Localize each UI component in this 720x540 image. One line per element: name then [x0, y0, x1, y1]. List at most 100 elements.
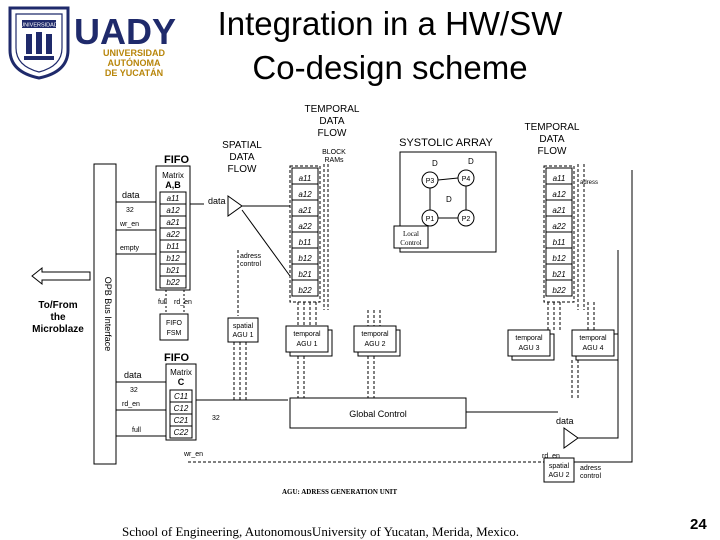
fifo-top-label: FIFO: [164, 154, 189, 166]
spatial-1: SPATIAL: [222, 140, 262, 151]
rd-en-top: rd_en: [174, 299, 192, 306]
title-line-1: Integration in a HW/SW: [217, 5, 563, 42]
block-rams-1: BLOCK: [322, 149, 346, 156]
university-seal-icon: UNIVERSIDAD: [8, 6, 70, 80]
temporal-left-cell-label: a12: [298, 190, 312, 199]
matrix-ab-cell-label: b11: [167, 242, 180, 251]
data-in-label: data: [122, 190, 140, 200]
rd-en-bottom: rd_en: [122, 401, 140, 408]
agu-caption: AGU: ADRESS GENERATION UNIT: [282, 488, 398, 496]
systolic-label: SYSTOLIC ARRAY: [399, 137, 493, 149]
adress-control-right-2: control: [580, 473, 601, 480]
microblaze-arrow: To/From the Microblaze: [31, 266, 91, 335]
matrix-ab-cell-label: b21: [166, 266, 179, 275]
wr-en-bottom: wr_en: [183, 451, 203, 458]
spatial-3: FLOW: [228, 164, 257, 175]
slide-title: Integration in a HW/SW Co-design scheme: [190, 2, 590, 90]
matrix-c-cell-label: C22: [174, 428, 189, 437]
data-out-label: data: [124, 370, 142, 380]
delay-d-3: D: [446, 195, 452, 204]
fifo-fsm-2: FSM: [167, 330, 182, 337]
matrix-c-cell-label: C12: [174, 404, 189, 413]
temporal-agu2-2: AGU 2: [364, 341, 385, 348]
temporal-right-cell-label: b11: [553, 238, 566, 247]
matrix-c-cell-label: C21: [174, 416, 189, 425]
bus-width-1: 32: [126, 207, 134, 214]
block-rams-2: RAMs: [324, 157, 344, 164]
temporal-agu-1: temporal AGU 1: [285, 325, 333, 357]
temporal-left-cell-label: a22: [298, 222, 312, 231]
spatial-flow: SPATIAL DATA FLOW data adress control: [190, 140, 291, 316]
spatial-agu-1: spatial AGU 1: [227, 317, 259, 343]
seal-text: UNIVERSIDAD: [20, 23, 58, 29]
pe-p4: P4: [462, 176, 471, 183]
logo-sub-1: UNIVERSIDAD: [103, 48, 166, 58]
temporal-right-cell-label: a11: [553, 174, 566, 183]
global-control-label: Global Control: [349, 409, 407, 419]
tofrom-3: Microblaze: [32, 324, 84, 335]
spatial-agu1-1: spatial: [233, 323, 254, 330]
temporal-flow-left: TEMPORAL DATA FLOW BLOCK RAMs a11a12a21a…: [289, 104, 360, 310]
pe-p2: P2: [462, 216, 471, 223]
temporal-left-2: DATA: [319, 116, 345, 127]
temporal-right-cell-label: a21: [552, 206, 565, 215]
systolic-array: SYSTOLIC ARRAY P3 P4 P1 P2 D D D Local C…: [393, 137, 497, 253]
temporal-agu3-1: temporal: [515, 335, 543, 342]
matrix-c-cell-label: C11: [174, 392, 188, 401]
temporal-left-cell-label: b12: [298, 254, 312, 263]
matrix-c-1: Matrix: [170, 368, 192, 377]
temporal-left-cell-label: a21: [298, 206, 311, 215]
logo-sub-2: AUTÓNOMA: [108, 57, 161, 68]
logo-text: UADY: [74, 11, 176, 52]
matrix-ab-cell-label: a12: [166, 206, 180, 215]
matrix-ab-cell-label: a21: [166, 218, 179, 227]
temporal-agu-3: temporal AGU 3: [507, 329, 555, 361]
temporal-right-1: TEMPORAL: [524, 122, 579, 133]
temporal-left-cell: [291, 279, 319, 297]
matrix-ab-1: Matrix: [162, 171, 184, 180]
temporal-right-cell-label: b21: [552, 270, 565, 279]
rd-en-right: rd_en: [542, 453, 560, 460]
full-top: full: [158, 299, 167, 306]
wr-en-top: wr_en: [119, 221, 139, 228]
pe-p1: P1: [426, 216, 435, 223]
temporal-left-1: TEMPORAL: [304, 104, 359, 115]
temporal-agu-4: temporal AGU 4: [571, 329, 619, 361]
delay-d-1: D: [432, 159, 438, 168]
matrix-ab-cell-label: a22: [166, 230, 180, 239]
temporal-right-cell-label: a12: [552, 190, 566, 199]
matrix-ab-cell-label: a11: [167, 194, 180, 203]
tofrom-2: the: [51, 312, 66, 323]
local-control-2: Control: [400, 239, 421, 247]
output-path: data rd_en spatial AGU 2 adress control: [188, 170, 633, 483]
title-line-2: Co-design scheme: [252, 49, 528, 86]
temporal-right-2: DATA: [539, 134, 565, 145]
matrix-ab-cell: [159, 275, 187, 289]
temporal-agu-2: temporal AGU 2: [353, 325, 401, 357]
temporal-agu1-1: temporal: [293, 331, 321, 338]
tofrom-1: To/From: [38, 300, 77, 311]
temporal-right-cell-label: b22: [552, 286, 566, 295]
spatial-2: DATA: [229, 152, 255, 163]
matrix-ab-cell-label: b22: [166, 278, 180, 287]
temporal-right-cell-label: a22: [552, 222, 566, 231]
temporal-agu2-1: temporal: [361, 331, 389, 338]
matrix-c-2: C: [178, 377, 185, 387]
hwsw-codesign-diagram: OPB Bus Interface To/From the Microblaze…: [28, 100, 648, 505]
temporal-agu1-2: AGU 1: [296, 341, 317, 348]
temporal-agu4-1: temporal: [579, 335, 607, 342]
empty-label: empty: [120, 245, 140, 252]
matrix-ab-2: A,B: [165, 180, 181, 190]
fifo-bottom-label: FIFO: [164, 352, 189, 364]
temporal-left-cell-label: b21: [298, 270, 311, 279]
adress-control-left-2: control: [240, 261, 261, 268]
footer-text: School of Engineering, AutonomousUnivers…: [122, 524, 520, 539]
spatial-data-label: data: [208, 196, 226, 206]
temporal-left-3: FLOW: [318, 128, 347, 139]
adress-control-left-1: adress: [240, 253, 262, 260]
adress-control-right-1: adress: [580, 465, 602, 472]
temporal-right-3: FLOW: [538, 146, 567, 157]
spatial-agu1-2: AGU 1: [232, 332, 253, 339]
temporal-agu3-2: AGU 3: [518, 345, 539, 352]
